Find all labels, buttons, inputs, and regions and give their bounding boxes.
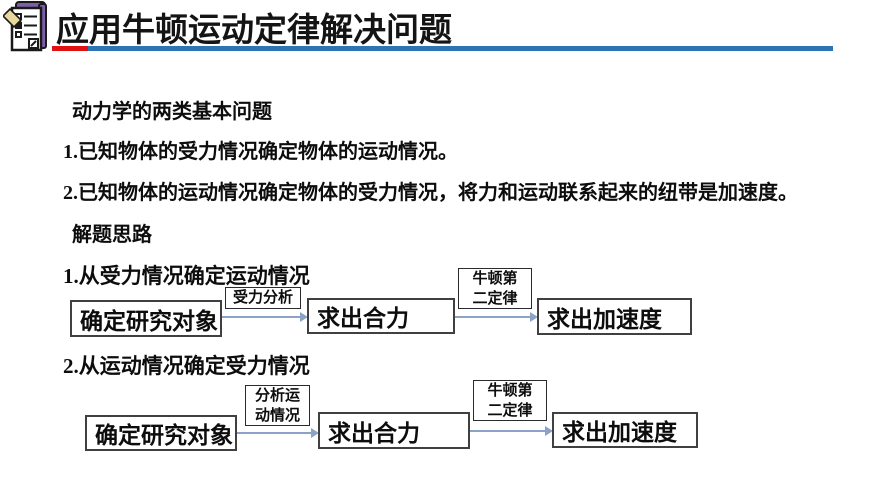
flow2-arrow-1 (237, 428, 319, 438)
flow1-label-newtons-second-law: 牛顿第 二定律 (458, 268, 532, 309)
flow1-label-force-analysis: 受力分析 (225, 287, 301, 309)
page-title: 应用牛顿运动定律解决问题 (56, 11, 452, 48)
point-1: 1.已知物体的受力情况确定物体的运动情况。 (63, 141, 458, 163)
flow2-label-motion-analysis: 分析运 动情况 (245, 385, 310, 426)
flow2-label-newtons-second-law: 牛顿第 二定律 (473, 380, 547, 421)
notepad-pencil-icon (3, 1, 47, 52)
section2-heading: 解题思路 (72, 224, 152, 246)
title-underline (52, 46, 833, 51)
flow1-heading: 1.从受力情况确定运动情况 (63, 264, 310, 288)
point-2: 2.已知物体的运动情况确定物体的受力情况，将力和运动联系起来的纽带是加速度。 (63, 182, 798, 204)
section1-heading: 动力学的两类基本问题 (72, 101, 272, 123)
flow2-arrow-2 (470, 426, 553, 436)
flow2-box-define-object: 确定研究对象 (85, 415, 237, 451)
flow1-box-acceleration: 求出加速度 (537, 298, 692, 335)
flow2-heading: 2.从运动情况确定受力情况 (63, 354, 310, 378)
flow2-box-net-force: 求出合力 (318, 412, 470, 449)
flow1-arrow-1 (222, 312, 308, 322)
underline-red-segment (52, 46, 88, 51)
flow1-arrow-2 (455, 312, 538, 322)
flow1-box-net-force: 求出合力 (307, 298, 455, 334)
flow2-box-acceleration: 求出加速度 (552, 412, 698, 448)
flow1-box-define-object: 确定研究对象 (70, 300, 222, 337)
underline-blue-segment (88, 46, 833, 51)
